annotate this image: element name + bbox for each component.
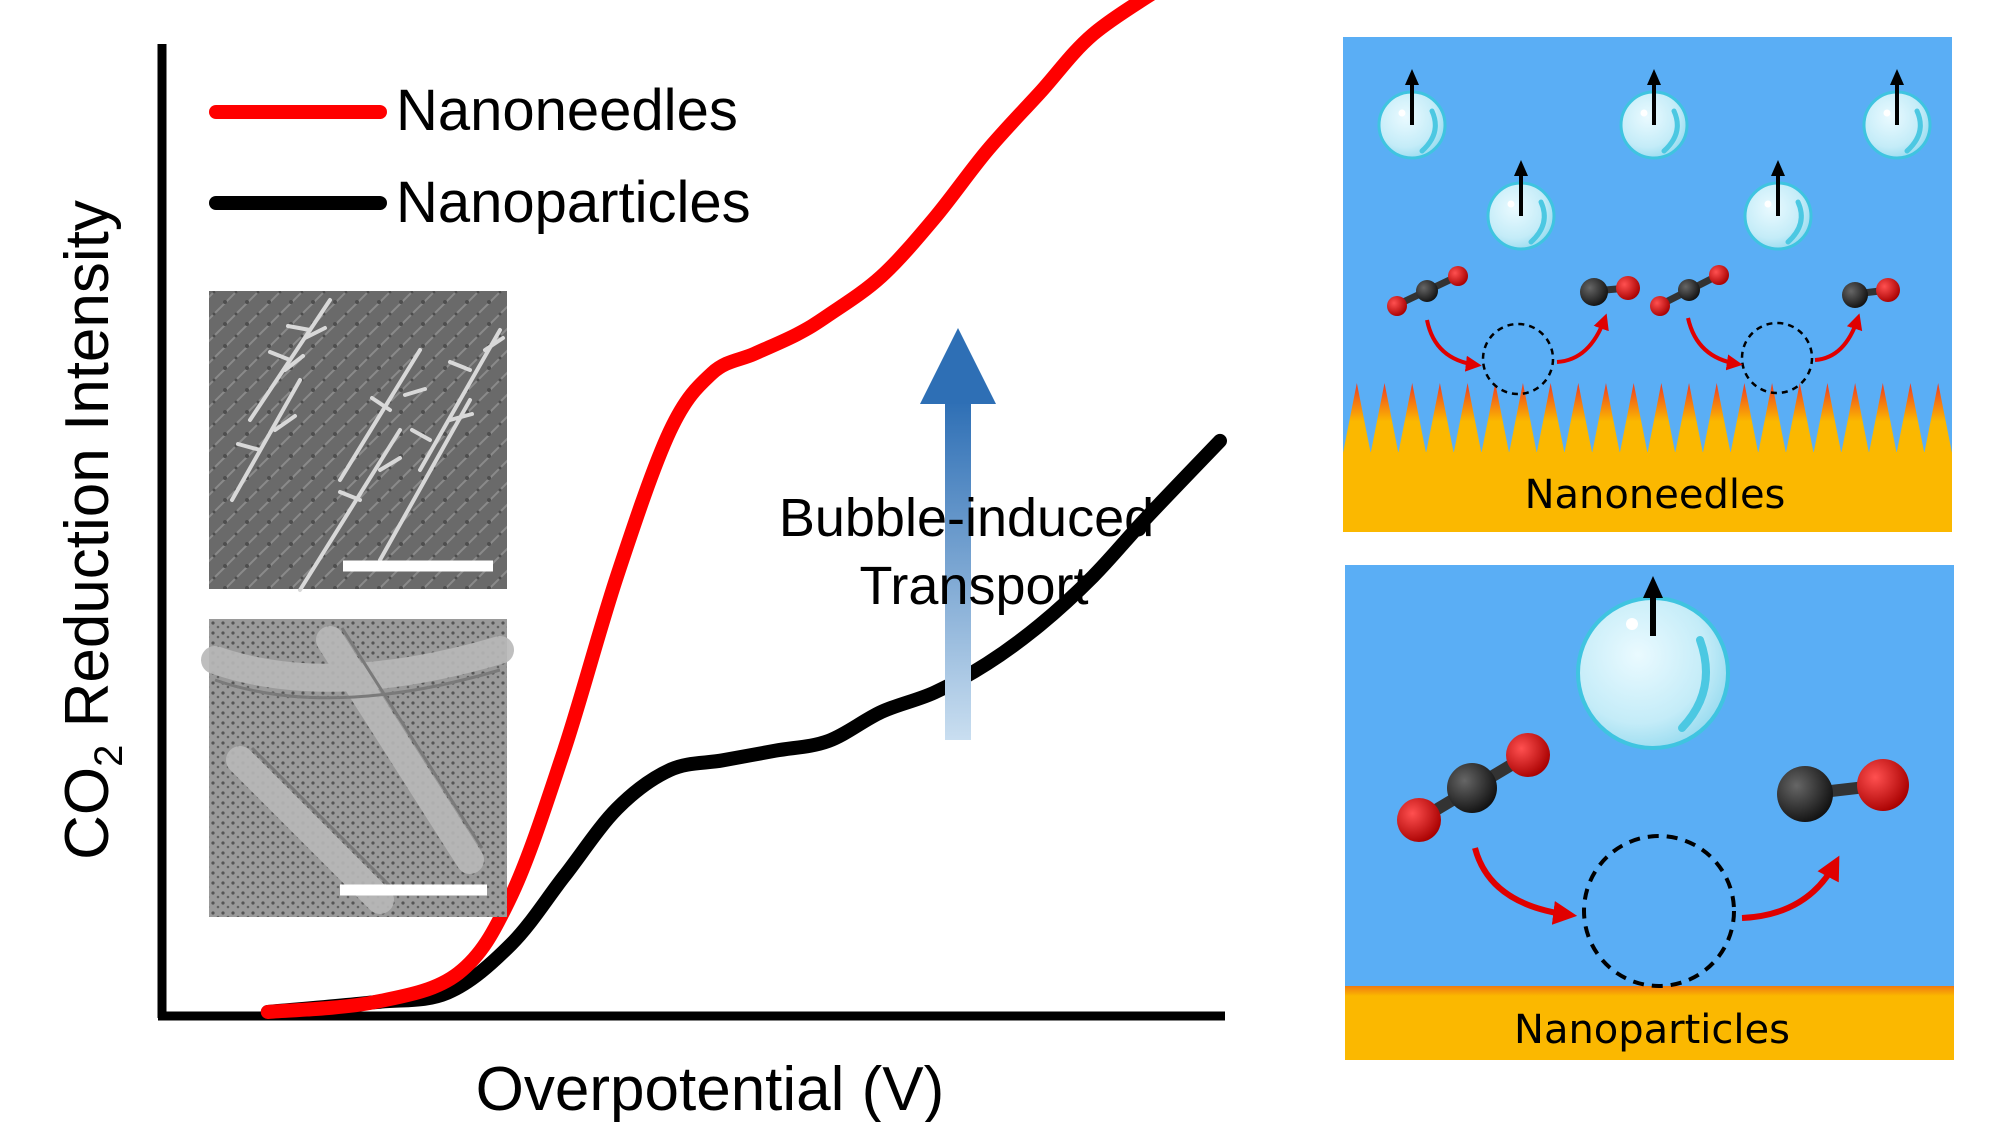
nanoneedle-spike bbox=[1370, 383, 1399, 453]
bubble-transport-arrow bbox=[920, 328, 996, 740]
nanoneedle-spike bbox=[1896, 383, 1925, 453]
series-line-nanoparticles bbox=[260, 433, 1227, 1019]
reaction-arrow-in-2 bbox=[1686, 317, 1743, 371]
small-bubble bbox=[1743, 160, 1813, 251]
nanoneedle-spike bbox=[1564, 383, 1593, 453]
reaction-arrow-out-2 bbox=[1814, 313, 1863, 362]
co2-molecule-1 bbox=[1387, 266, 1468, 316]
co-molecule-large bbox=[1777, 759, 1909, 822]
reaction-arrow-out-large bbox=[1741, 855, 1840, 921]
active-site-1 bbox=[1481, 322, 1555, 396]
legend-label-nanoneedles: Nanoneedles bbox=[396, 78, 738, 143]
reaction-arrow-in-1 bbox=[1425, 319, 1482, 372]
nanoneedle-spike bbox=[1675, 383, 1703, 453]
active-site-large bbox=[1582, 834, 1736, 988]
nanoneedle-spike bbox=[1647, 383, 1676, 453]
nanoneedle-spike bbox=[1536, 383, 1565, 453]
sem-image-nanoparticles bbox=[201, 619, 514, 917]
panel-substrate bbox=[1345, 988, 1954, 1060]
nanoneedle-spike bbox=[1453, 383, 1482, 453]
x-axis-label: Overpotential (V) bbox=[476, 1055, 945, 1122]
small-bubble bbox=[1486, 160, 1556, 251]
co-molecule-2 bbox=[1842, 278, 1900, 308]
nanoneedle-spike bbox=[1426, 383, 1454, 453]
co-molecule-1 bbox=[1580, 276, 1640, 306]
panel-label-nanoparticles: Nanoparticles bbox=[1514, 1007, 1790, 1053]
small-bubble bbox=[1377, 69, 1447, 160]
series-line-nanoneedles bbox=[260, 0, 1156, 1019]
nanoneedle-spike bbox=[1702, 383, 1731, 453]
nanoneedle-spikes bbox=[1343, 383, 1952, 453]
nanoneedle-spike bbox=[1509, 383, 1537, 453]
panel-label-nanoneedles: Nanoneedles bbox=[1525, 472, 1786, 518]
nanoneedle-spike bbox=[1924, 383, 1952, 453]
nanoneedle-spike bbox=[1343, 383, 1371, 453]
small-bubbles bbox=[1377, 69, 1932, 251]
nanoneedle-spike bbox=[1730, 383, 1759, 453]
nanoneedle-spike bbox=[1758, 383, 1786, 453]
sem-image-nanoneedles bbox=[209, 291, 507, 592]
reaction-arrow-out-1 bbox=[1556, 313, 1609, 364]
co2-molecule-2 bbox=[1650, 265, 1729, 316]
nanoneedle-spike bbox=[1841, 383, 1869, 453]
reaction-arrow-in-large bbox=[1472, 847, 1578, 925]
nanoneedle-spike bbox=[1481, 383, 1510, 453]
line-chart: CO2 Reduction Intensity Overpotential (V… bbox=[53, 0, 1227, 1122]
co2-molecule-large bbox=[1397, 733, 1550, 842]
panel-substrate bbox=[1343, 452, 1952, 532]
small-bubble bbox=[1862, 69, 1932, 160]
y-axis-label: CO2 Reduction Intensity bbox=[53, 200, 131, 860]
legend-label-nanoparticles: Nanoparticles bbox=[396, 170, 751, 235]
small-bubble bbox=[1619, 69, 1689, 160]
nanoneedle-spike bbox=[1619, 383, 1648, 453]
nanoneedle-spike bbox=[1398, 383, 1427, 453]
substrate-edge bbox=[1345, 986, 1954, 996]
nanoneedle-spike bbox=[1813, 383, 1842, 453]
large-bubble bbox=[1576, 576, 1730, 750]
nanoneedle-spike bbox=[1785, 383, 1814, 453]
nanoneedle-spike bbox=[1868, 383, 1897, 453]
active-site-2 bbox=[1740, 321, 1814, 395]
annotation-label: Bubble-induced Transport bbox=[779, 488, 1169, 616]
nanoneedle-spike bbox=[1592, 383, 1620, 453]
panel-nanoparticles: Nanoparticles bbox=[1345, 565, 1954, 1060]
legend: Nanoneedles Nanoparticles bbox=[209, 78, 751, 235]
panel-nanoneedles: Nanoneedles bbox=[1343, 37, 1952, 532]
